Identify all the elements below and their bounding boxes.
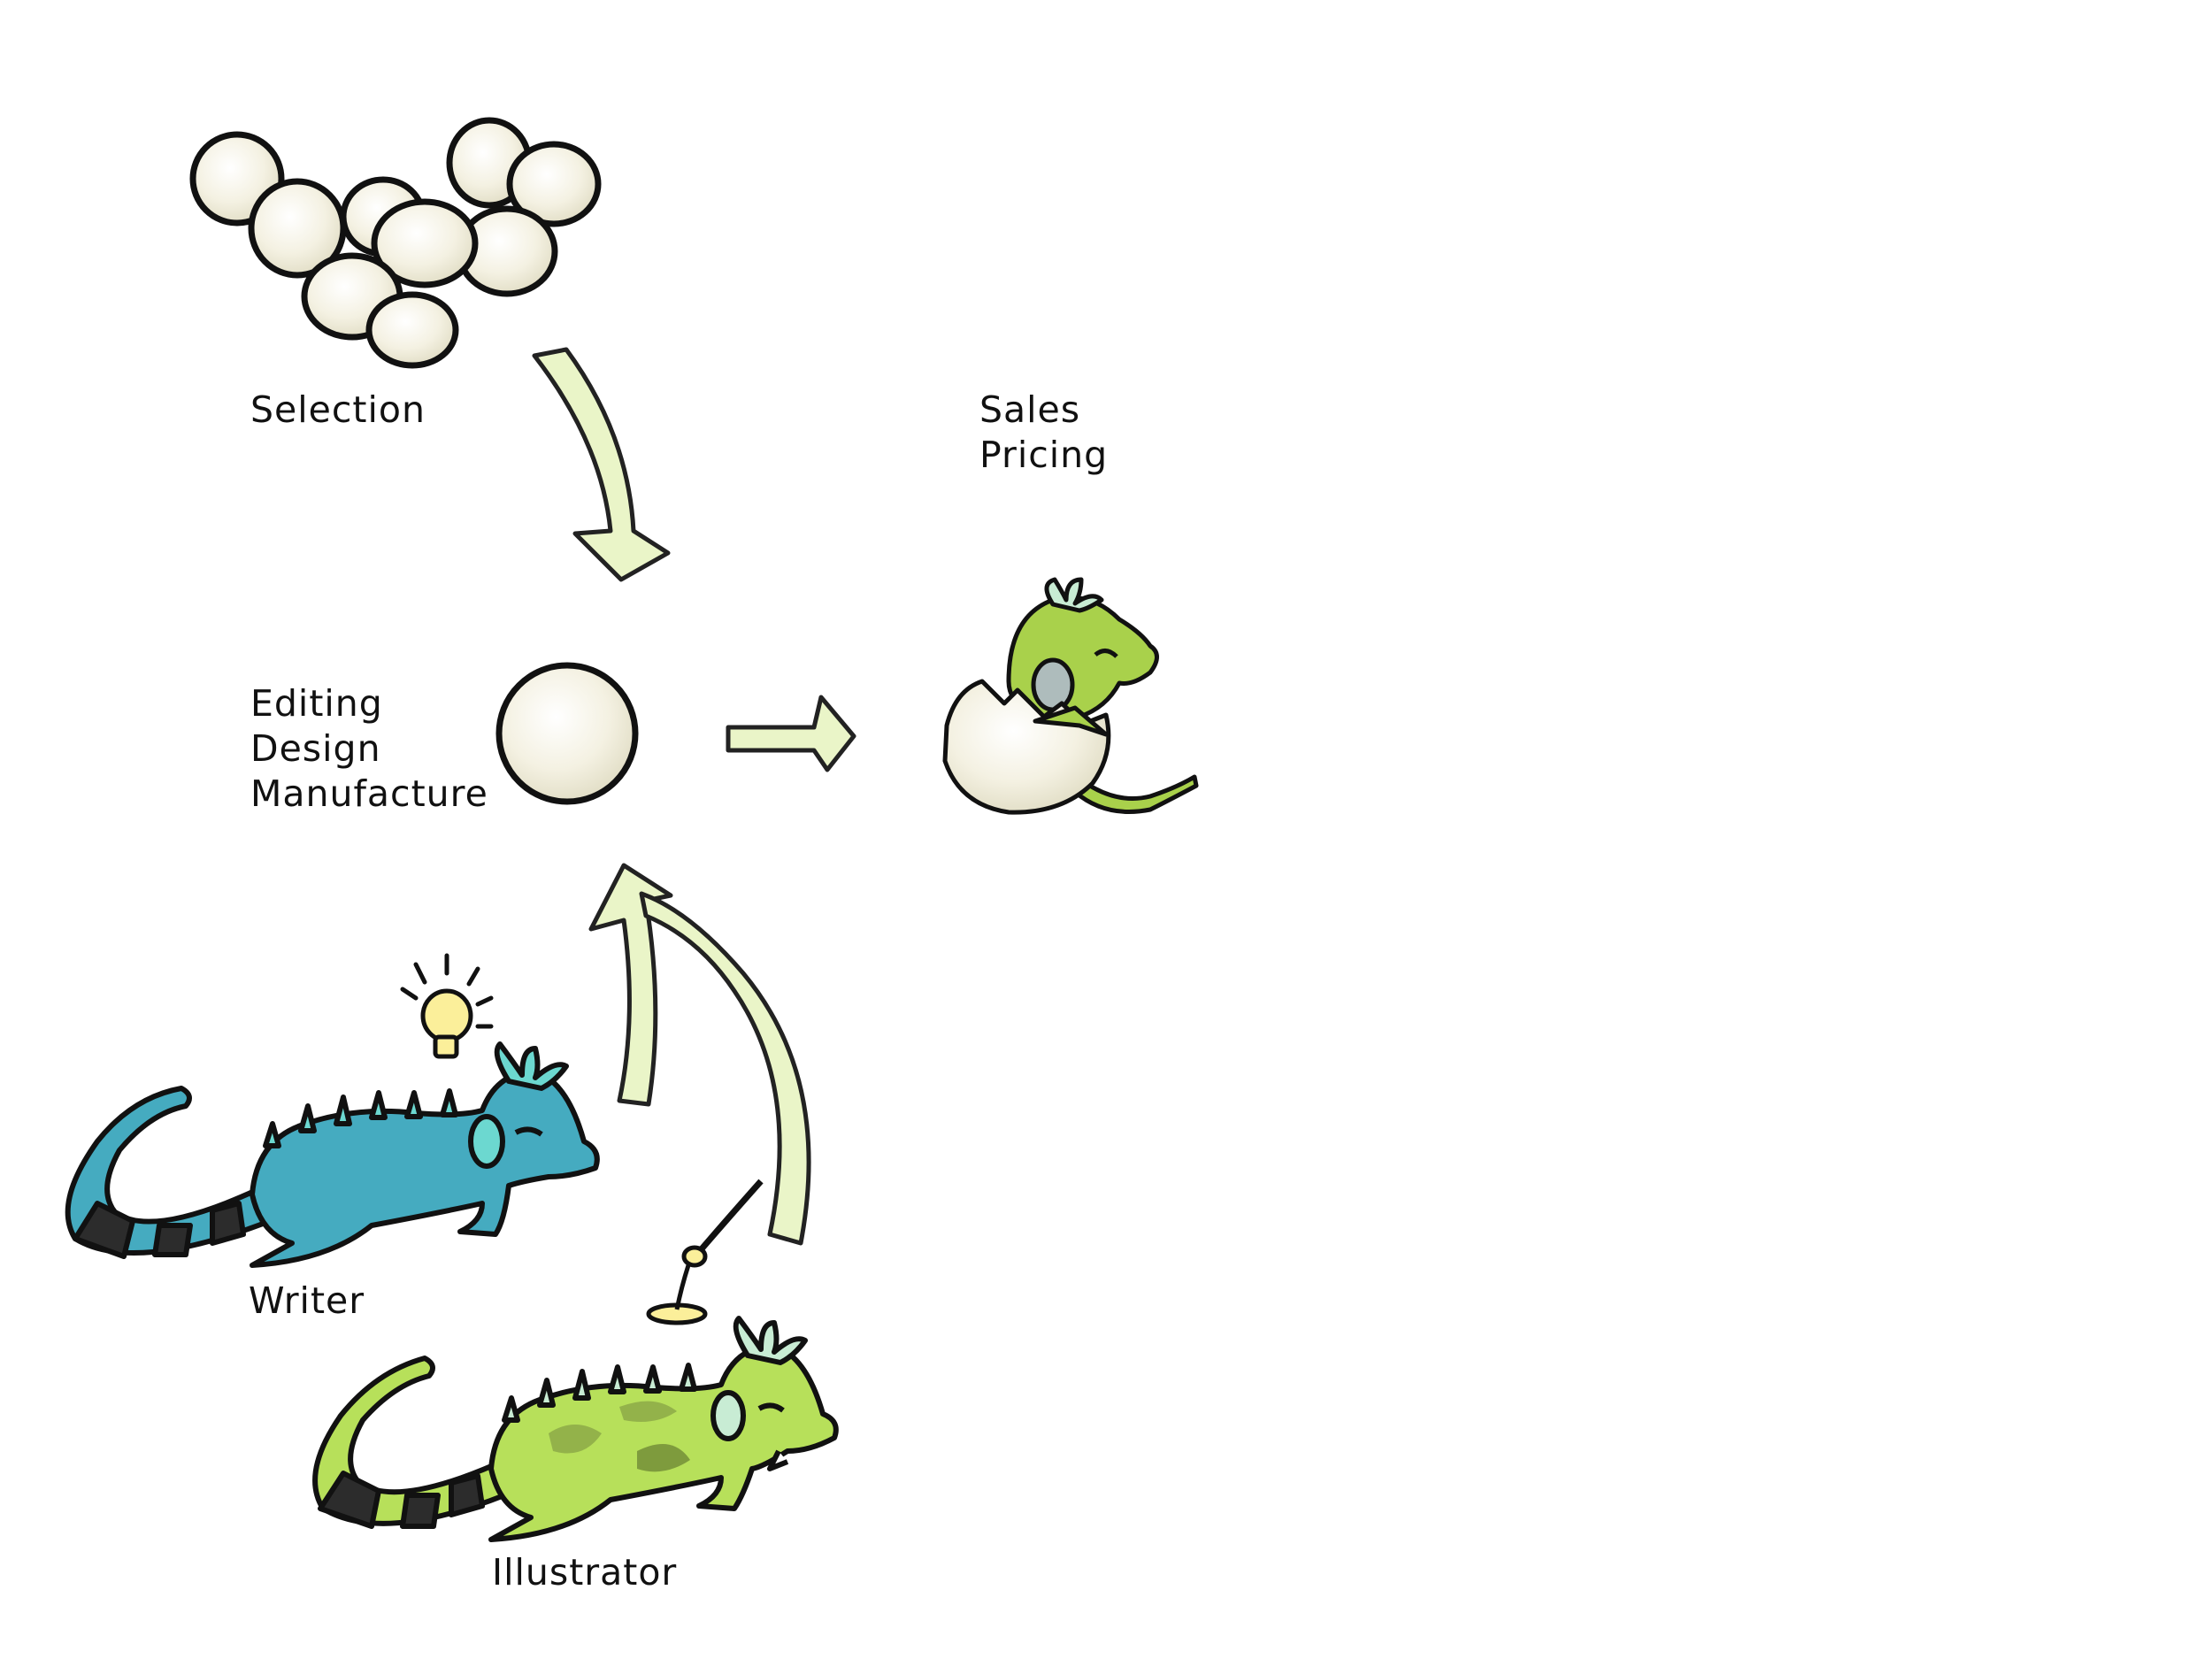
arrow-egg-to-hatchling [726,695,856,772]
label-sales-pricing: Sales Pricing [979,388,1109,476]
label-writer: Writer [249,1279,365,1322]
paintbrush-icon [646,1179,764,1325]
label-editing-design-manufacture: Editing Design Manufacture [250,682,488,815]
egg-cluster-icon [189,117,602,369]
arrow-illustrator-to-egg [639,891,811,1246]
blue-iguana-icon [65,1041,600,1268]
egg-icon [495,662,639,805]
hatching-iguana-icon [942,577,1199,815]
label-illustrator: Illustrator [492,1551,678,1594]
arrow-writer-to-egg [588,863,673,1107]
label-selection: Selection [250,388,426,431]
arrow-selection-to-egg [532,347,671,582]
lightbulb-icon [400,953,494,1059]
green-iguana-icon [312,1316,839,1542]
